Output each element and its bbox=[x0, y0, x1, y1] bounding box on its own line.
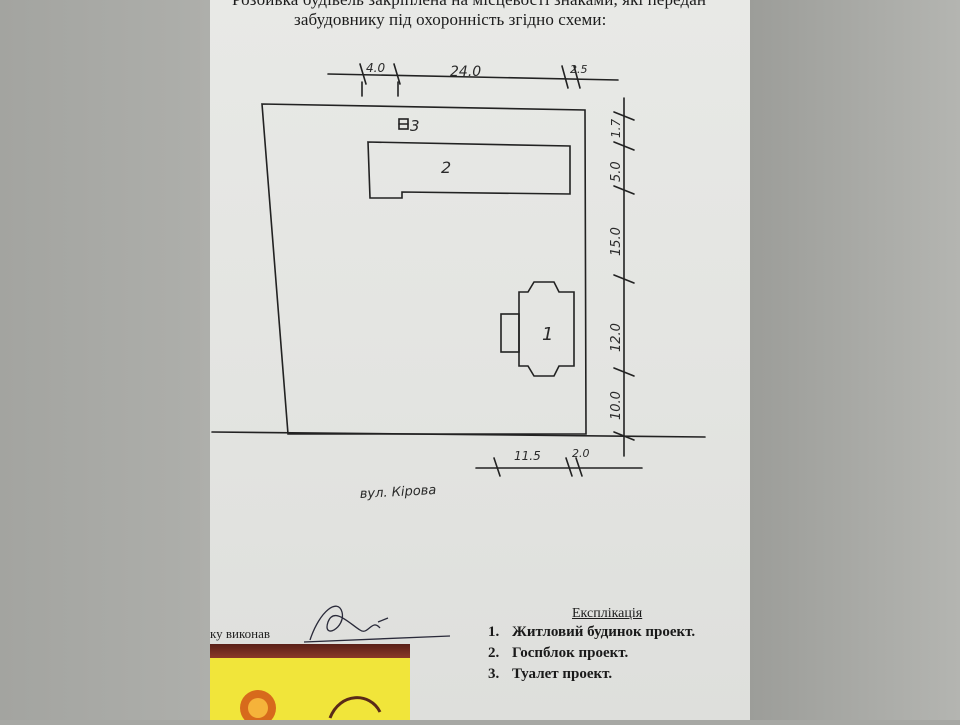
right-dim-4: 12.0 bbox=[609, 323, 624, 352]
toilet-label: 3 bbox=[410, 117, 420, 135]
street-line bbox=[211, 431, 706, 438]
utility-block-outline bbox=[367, 141, 571, 199]
plot-boundary bbox=[261, 103, 587, 435]
top-dim-2: 24.0 bbox=[450, 64, 481, 80]
top-dimension-line bbox=[327, 73, 619, 81]
legend-item: 2. Госпблок проект. bbox=[488, 643, 695, 664]
right-dim-5: 10.0 bbox=[609, 391, 624, 420]
street-label: вул. Кірова bbox=[359, 483, 436, 502]
house-label: 1 bbox=[542, 324, 553, 345]
signature bbox=[303, 605, 451, 643]
legend-item: 3. Туалет проект. bbox=[488, 664, 695, 685]
legend-list: 1. Житловий будинок проект. 2. Госпблок пр… bbox=[488, 622, 695, 685]
utility-block-label: 2 bbox=[441, 158, 451, 177]
matchbox-edge bbox=[210, 644, 410, 658]
header-line-2: забудовнику під охоронність згідно схеми… bbox=[294, 10, 607, 29]
legend-item-number: 1. bbox=[488, 624, 500, 640]
background-left bbox=[0, 0, 210, 720]
right-dim-1: 1.7 bbox=[609, 119, 623, 138]
header-line-1: Розбивка будівель закріплена на місцевос… bbox=[232, 0, 750, 10]
bottom-dim-1: 11.5 bbox=[514, 449, 541, 463]
right-dim-2: 5.0 bbox=[609, 161, 624, 182]
top-dim-1: 4.0 bbox=[366, 61, 385, 75]
legend-item-text: Житловий будинок проект. bbox=[512, 624, 696, 640]
legend-item-number: 2. bbox=[488, 645, 500, 661]
top-dim-3: 2.5 bbox=[570, 63, 588, 76]
executor-label: ку виконав bbox=[210, 626, 270, 641]
background-right bbox=[750, 0, 960, 720]
matchbox-graphic-icon bbox=[240, 690, 382, 725]
legend-item: 1. Житловий будинок проект. bbox=[488, 622, 695, 643]
legend-item-number: 3. bbox=[488, 666, 500, 682]
house-porch bbox=[500, 313, 520, 353]
legend-item-text: Госпблок проект. bbox=[512, 645, 629, 661]
document-page: Розбивка будівель закріплена на місцевос… bbox=[210, 0, 750, 720]
house-outline bbox=[518, 281, 575, 377]
right-dim-3: 15.0 bbox=[609, 227, 624, 256]
bottom-dim-2: 2.0 bbox=[572, 447, 590, 460]
legend-title: Експлікація bbox=[572, 606, 643, 621]
site-plan-drawing: 2 3 1 4.0 24.0 2.5 1.7 5.0 15.0 12.0 10.… bbox=[211, 61, 706, 643]
legend-item-text: Туалет проект. bbox=[512, 666, 613, 682]
